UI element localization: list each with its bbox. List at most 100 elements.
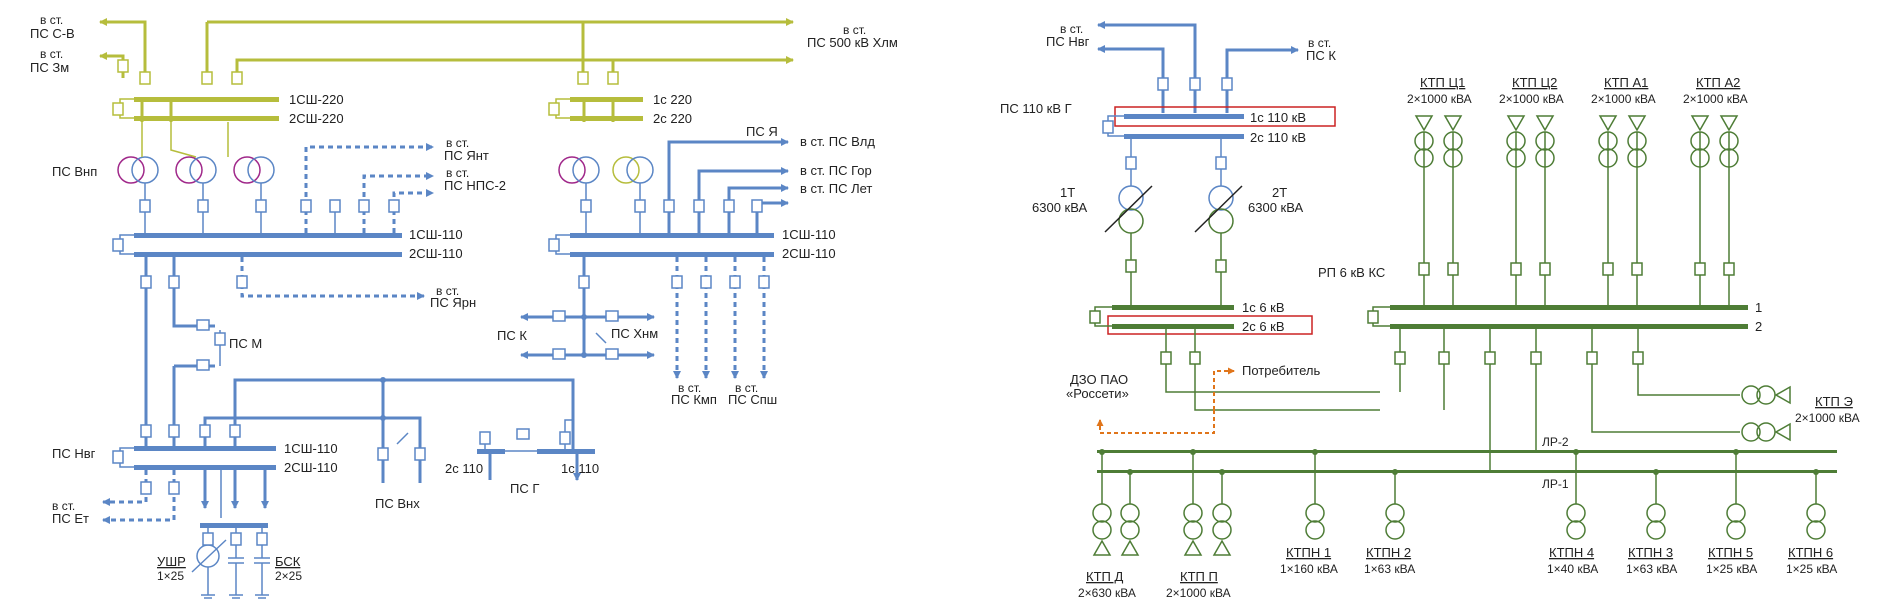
label-kmp-1: в ст. <box>678 381 701 395</box>
label-kmp-2: ПС Кмп <box>671 392 717 407</box>
label-ushr-2: 1×25 <box>157 569 184 583</box>
label-2c-110: 2с 110 кВ <box>1250 130 1306 145</box>
label-ktp-e-1: КТП Э <box>1815 394 1853 409</box>
label-ktpn3-1: КТПН 3 <box>1628 545 1673 560</box>
label-rp: РП 6 кВ КС <box>1318 265 1385 280</box>
dotted-feeders-top <box>304 143 434 233</box>
label-sv-2: ПС С-В <box>30 26 75 41</box>
label-ktp-c2-2: 2×1000 кВА <box>1499 92 1564 106</box>
label-t2-1: 2Т <box>1272 185 1287 200</box>
ktp-top-transformers <box>1414 115 1739 168</box>
label-1ssh-110-b: 1СШ-110 <box>782 227 836 242</box>
breakers-220kv <box>117 59 619 85</box>
ktp-bottom <box>1092 453 1826 556</box>
label-ktpn3-2: 1×63 кВА <box>1626 562 1677 576</box>
dotted-feeder-yarn <box>240 257 425 300</box>
label-ktp-c2-1: КТП Ц2 <box>1512 75 1557 90</box>
label-spsh-2: ПС Спш <box>728 392 777 407</box>
label-nps-2: ПС НПС-2 <box>444 178 506 193</box>
label-2s-220: 2с 220 <box>653 111 692 126</box>
label-ushr-1: УШР <box>157 554 186 569</box>
label-ktpn4-1: КТПН 4 <box>1549 545 1594 560</box>
label-rp-bus2: 2 <box>1755 319 1762 334</box>
label-ktp-p-1: КТП П <box>1180 569 1218 584</box>
label-dest-let: в ст. ПС Лет <box>800 181 872 196</box>
label-spsh-1: в ст. <box>735 381 758 395</box>
label-k-2: ПС К <box>1306 48 1336 63</box>
label-yant-1: в ст. <box>446 136 469 150</box>
label-2ssh-110-a: 2СШ-110 <box>409 246 463 261</box>
label-ktpn6-2: 1×25 кВА <box>1786 562 1837 576</box>
label-ktp-p-2: 2×1000 кВА <box>1166 586 1231 600</box>
orange-dzo-feed <box>1096 367 1235 434</box>
label-g-1c: 1с 110 <box>561 461 599 476</box>
label-hlm-2: ПС 500 кВ Хлм <box>807 35 898 50</box>
dotted-feeders-bottom <box>673 257 768 379</box>
label-ps-nvg: ПС Нвг <box>52 446 96 461</box>
label-ps-g: ПС Г <box>510 481 539 496</box>
label-nps-1: в ст. <box>446 166 469 180</box>
label-ktp-a1-1: КТП А1 <box>1604 75 1648 90</box>
label-ps-k: ПС К <box>497 328 527 343</box>
label-ps-vnh: ПС Внх <box>375 496 420 511</box>
label-zm-2: ПС Зм <box>30 60 69 75</box>
label-g-2c: 2с 110 <box>445 461 483 476</box>
label-ktp-a2-2: 2×1000 кВА <box>1683 92 1748 106</box>
label-bsk-2: 2×25 <box>275 569 302 583</box>
label-1ssh-110-a: 1СШ-110 <box>409 227 463 242</box>
label-1ssh-220: 1СШ-220 <box>289 92 344 107</box>
label-ktpn1-2: 1×160 кВА <box>1280 562 1338 576</box>
label-ps-m: ПС М <box>229 336 262 351</box>
bus-110-right <box>570 233 774 257</box>
label-t1-1: 1Т <box>1060 185 1075 200</box>
highlight-2c-6 <box>1107 315 1313 335</box>
label-ps-vnp: ПС Внп <box>52 164 97 179</box>
label-bsk-1: БСК <box>275 554 301 569</box>
autotransformers-vnp <box>117 122 275 184</box>
label-ktp-c1-2: 2×1000 кВА <box>1407 92 1472 106</box>
left-grid-diagram: 1СШ-220 2СШ-220 1с 220 2с 220 ПС Внп 1СШ… <box>30 13 898 599</box>
label-lr2: ЛР-2 <box>1542 435 1569 449</box>
label-1c-110: 1с 110 кВ <box>1250 110 1306 125</box>
label-sv-1: в ст. <box>40 13 63 27</box>
bus-110-left <box>134 233 402 257</box>
label-ktp-a1-2: 2×1000 кВА <box>1591 92 1656 106</box>
label-ktpn1-1: КТПН 1 <box>1286 545 1331 560</box>
autotransformers-ya <box>558 156 654 184</box>
label-ktp-d-2: 2×630 кВА <box>1078 586 1136 600</box>
label-yarn-1: в ст. <box>436 284 459 298</box>
label-ktp-d-1: КТП Д <box>1086 569 1123 584</box>
label-dzo-2: «Россети» <box>1066 386 1129 401</box>
bus-coupler-220 <box>112 98 570 119</box>
bus-110-nvg <box>134 446 276 470</box>
label-nvg-2: ПС Нвг <box>1046 34 1090 49</box>
label-t2-2: 6300 кВА <box>1248 200 1303 215</box>
label-rp-bus1: 1 <box>1755 300 1762 315</box>
ps-m-branch <box>172 257 215 368</box>
label-1ssh-110-c: 1СШ-110 <box>284 441 338 456</box>
label-ps-ya: ПС Я <box>746 124 778 139</box>
label-dzo-1: ДЗО ПАО <box>1070 372 1128 387</box>
label-2c-6: 2с 6 кВ <box>1242 319 1285 334</box>
label-dest-gor: в ст. ПС Гор <box>800 163 872 178</box>
label-2ssh-220: 2СШ-220 <box>289 111 344 126</box>
label-ps-hnm: ПС Хнм <box>611 326 658 341</box>
label-yarn-2: ПС Ярн <box>430 295 476 310</box>
bus-coupler-110 <box>112 234 570 255</box>
label-ktp-e-2: 2×1000 кВА <box>1795 411 1860 425</box>
label-yant-2: ПС Янт <box>444 148 489 163</box>
label-k-1: в ст. <box>1308 36 1331 50</box>
label-nvg-1: в ст. <box>1060 22 1083 36</box>
label-1s-220: 1с 220 <box>653 92 692 107</box>
label-ktp-a2-1: КТП А2 <box>1696 75 1740 90</box>
label-ktpn4-2: 1×40 кВА <box>1547 562 1598 576</box>
bus-220-left <box>134 97 279 121</box>
label-ktpn5-1: КТПН 5 <box>1708 545 1753 560</box>
label-ktpn5-2: 1×25 кВА <box>1706 562 1757 576</box>
label-1c-6: 1с 6 кВ <box>1242 300 1285 315</box>
label-lr1: ЛР-1 <box>1542 477 1569 491</box>
feeders-ps-ya <box>667 138 789 233</box>
label-ktp-c1-1: КТП Ц1 <box>1420 75 1465 90</box>
at-110-breakers <box>139 199 646 213</box>
label-ktpn6-1: КТПН 6 <box>1788 545 1833 560</box>
